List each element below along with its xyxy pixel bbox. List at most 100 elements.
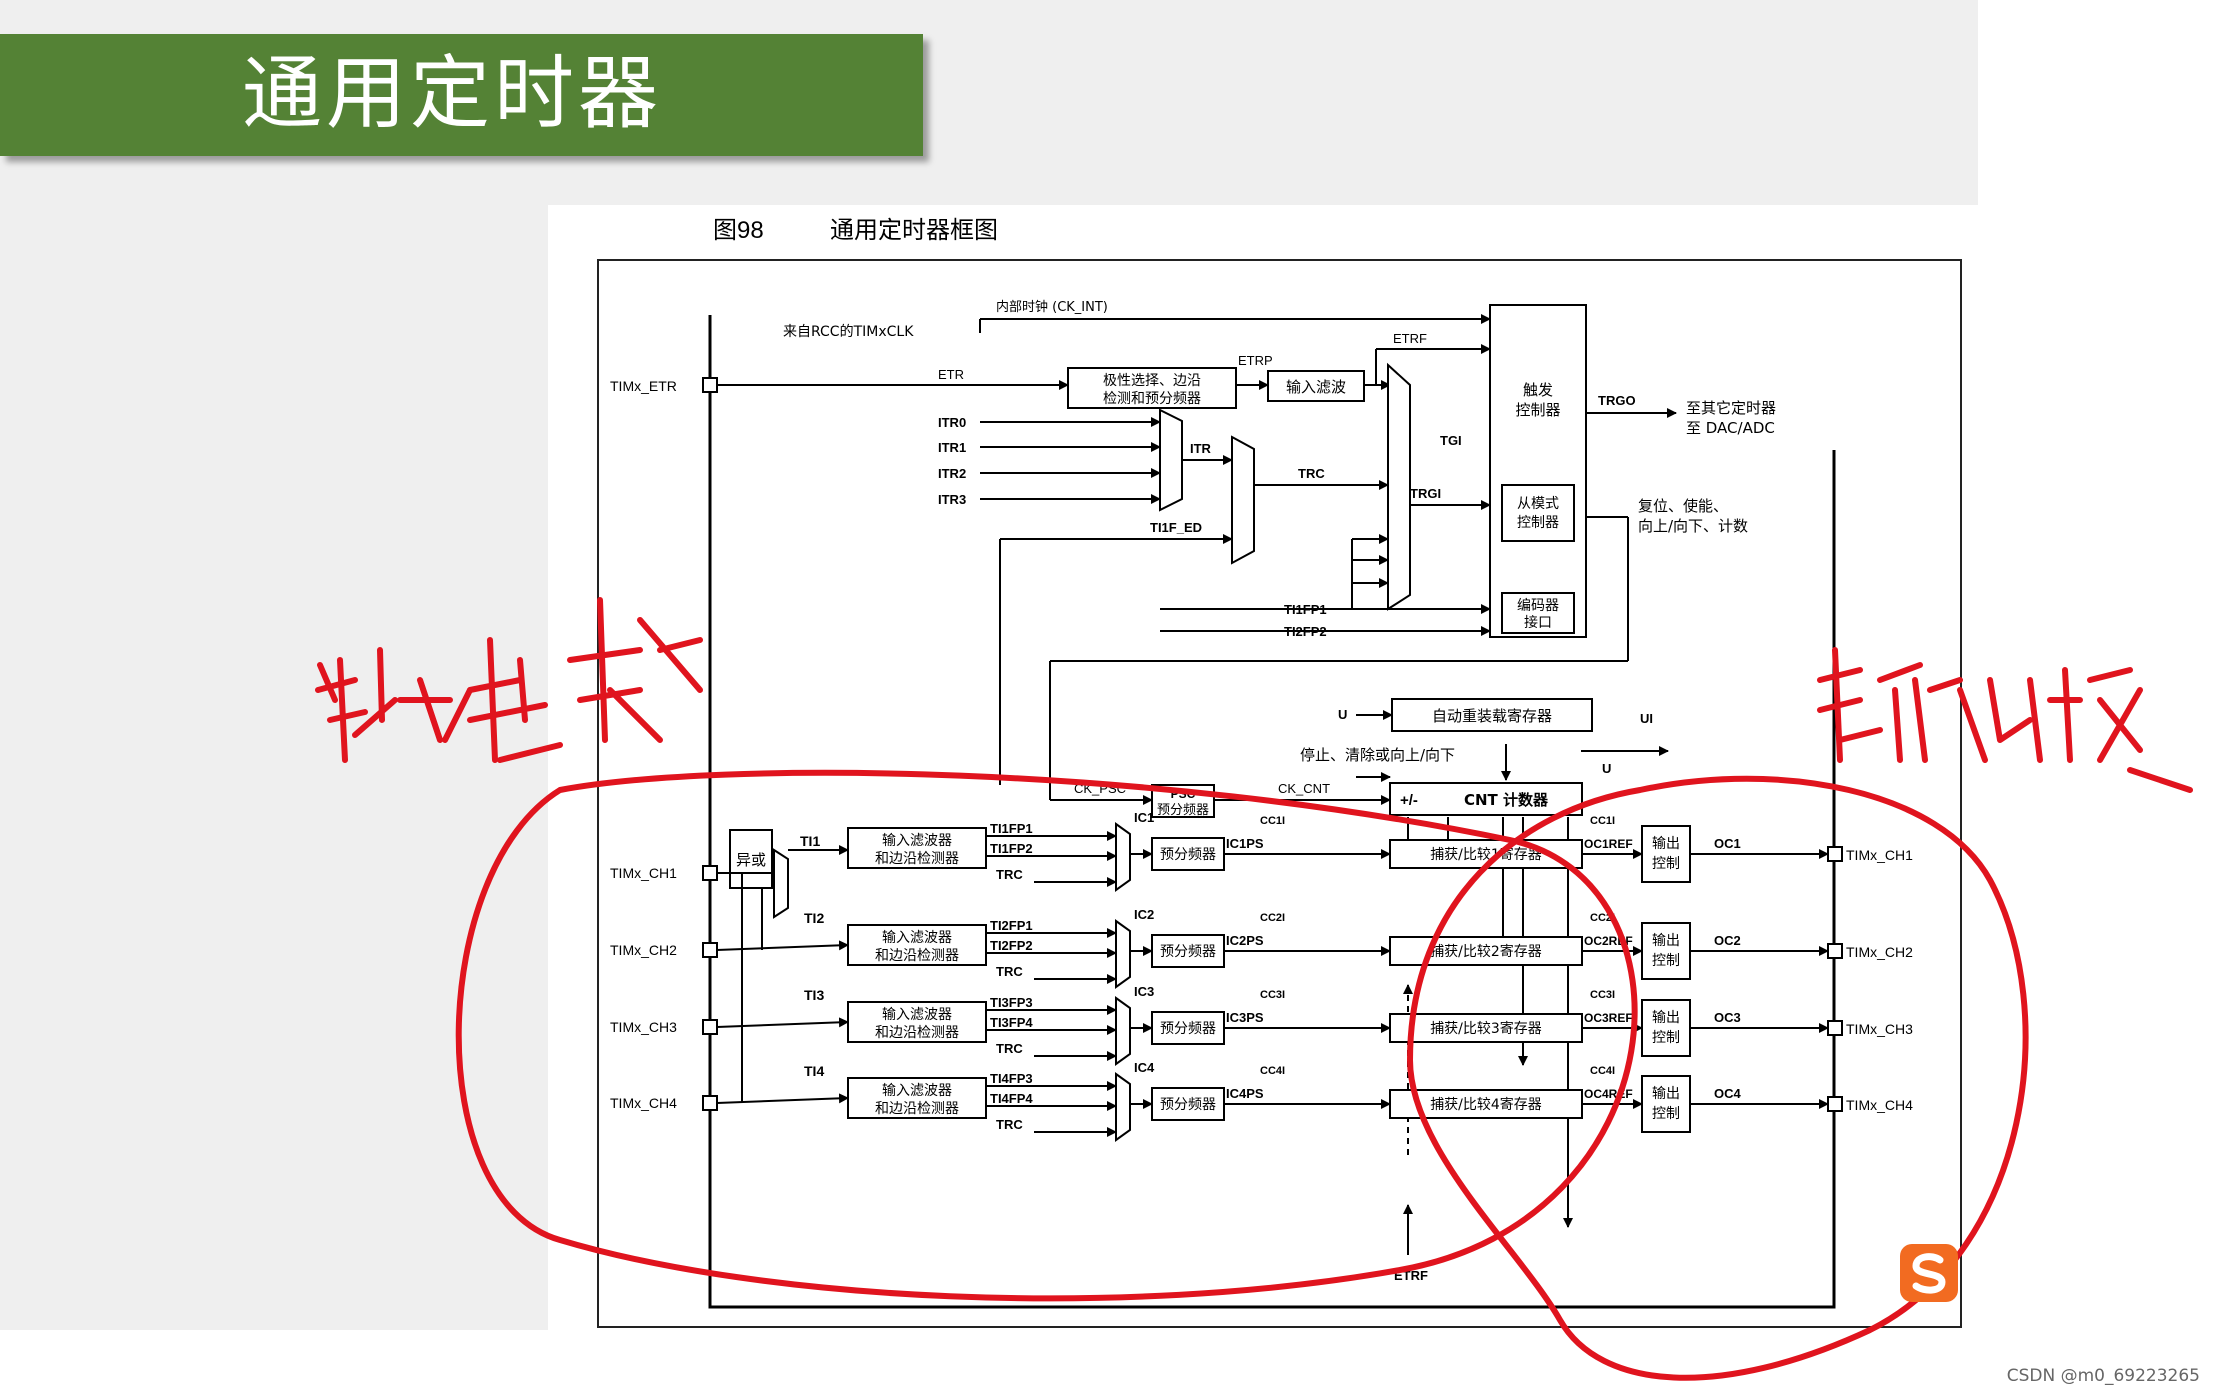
filter-text-b-ch4: 和边沿检测器 <box>875 1101 959 1117</box>
label-fpa-ch2: TI2FP1 <box>990 918 1033 933</box>
trigger-mux <box>1387 362 1411 611</box>
output-text-b-ch3: 控制 <box>1652 1030 1680 1046</box>
label-etrp: ETRP <box>1238 353 1273 368</box>
output-text-b-ch2: 控制 <box>1652 953 1680 969</box>
polarity-block <box>1067 367 1237 409</box>
timer-block-diagram: 图98 通用定时器框图 <box>548 205 1978 1330</box>
output-control-ch1 <box>1641 825 1691 883</box>
itr-mux <box>1159 408 1183 512</box>
label-oc-ch2: OC2 <box>1714 933 1741 948</box>
register-text-ch2: 捕获/比较2寄存器 <box>1430 943 1542 960</box>
polarity-text-2: 检测和预分频器 <box>1103 391 1201 407</box>
output-control-ch4 <box>1641 1075 1691 1133</box>
encoder-text-1: 编码器 <box>1517 598 1559 614</box>
trigger-controller <box>1489 304 1587 638</box>
pin-ch4-out <box>1827 1096 1843 1112</box>
pin-ch3-in <box>702 1019 718 1035</box>
input-mux-ch4 <box>1115 1072 1131 1142</box>
label-ocref-ch4: OC4REF <box>1584 1087 1633 1101</box>
csdn-watermark: CSDN @m0_69223265 <box>2006 1366 2200 1386</box>
label-rcc-clk: 来自RCC的TIMxCLK <box>783 324 914 340</box>
cnt-text: CNT 计数器 <box>1464 791 1549 809</box>
label-trgo: TRGO <box>1598 393 1636 408</box>
label-ti1f-ed: TI1F_ED <box>1150 520 1202 535</box>
psc-label: PSC <box>1171 787 1196 801</box>
label-to-dac: 至 DAC/ADC <box>1686 419 1775 437</box>
caption-number: 图98 <box>713 217 764 244</box>
pin-ch2-out <box>1827 943 1843 959</box>
pin-label-ch2-in: TIMx_CH2 <box>610 942 677 958</box>
register-text-ch4: 捕获/比较4寄存器 <box>1430 1096 1542 1113</box>
filter-text-a-ch1: 输入滤波器 <box>882 833 952 849</box>
prescaler-text-ch1: 预分频器 <box>1160 847 1216 863</box>
label-cci-out-ch1: CC1I <box>1590 815 1615 827</box>
etr-filter-text: 输入滤波 <box>1286 378 1346 396</box>
label-ck-int: 内部时钟 (CK_INT) <box>996 299 1108 315</box>
label-u-arr: U <box>1338 707 1347 722</box>
trigger-text-1: 触发 <box>1523 381 1553 399</box>
slave-text-1: 从模式 <box>1517 496 1559 512</box>
label-trc-ch2: TRC <box>996 964 1023 979</box>
register-text-ch3: 捕获/比较3寄存器 <box>1430 1020 1542 1037</box>
pin-label-ch3-out: TIMx_CH3 <box>1846 1021 1913 1037</box>
output-text-b-ch4: 控制 <box>1652 1106 1680 1122</box>
label-ti4: TI4 <box>804 1063 824 1079</box>
label-oc-ch1: OC1 <box>1714 836 1741 851</box>
label-itr3: ITR3 <box>938 492 966 507</box>
label-reset-1: 复位、使能、 <box>1638 497 1728 515</box>
label-trc: TRC <box>1298 466 1325 481</box>
title-bar: 通用定时器 <box>0 34 923 156</box>
filter-text-b-ch1: 和边沿检测器 <box>875 851 959 867</box>
input-mux-ch2 <box>1115 919 1131 989</box>
pin-etr <box>702 377 718 393</box>
pin-label-ch4-out: TIMx_CH4 <box>1846 1097 1913 1113</box>
polarity-text-1: 极性选择、边沿 <box>1103 373 1201 389</box>
auto-reload-register <box>1391 698 1593 732</box>
label-icps-ch3: IC3PS <box>1226 1010 1264 1025</box>
filter-text-a-ch3: 输入滤波器 <box>882 1007 952 1023</box>
diagram-canvas: 图98 通用定时器框图 <box>597 216 1962 1328</box>
label-ocref-ch2: OC2REF <box>1584 934 1633 948</box>
label-etr: ETR <box>938 367 964 382</box>
input-mux-ch1 <box>1115 822 1131 892</box>
label-fpa-ch1: TI1FP1 <box>990 821 1033 836</box>
label-fpa-ch4: TI4FP3 <box>990 1071 1033 1086</box>
ch3-pin-line <box>716 1017 849 1028</box>
label-trgi: TRGI <box>1410 486 1441 501</box>
handwriting-right-4 <box>2047 667 2193 793</box>
label-fpb-ch4: TI4FP4 <box>990 1091 1033 1106</box>
ti1-mux <box>773 848 789 919</box>
pin-ch3-out <box>1827 1020 1843 1036</box>
output-text-a-ch4: 输出 <box>1652 1086 1680 1102</box>
label-fpb-ch2: TI2FP2 <box>990 938 1033 953</box>
encoder-interface <box>1501 592 1575 634</box>
label-trc-ch4: TRC <box>996 1117 1023 1132</box>
pin-ch1-in <box>702 865 718 881</box>
arr-text: 自动重装载寄存器 <box>1432 707 1552 725</box>
timer-boundary <box>708 315 1836 1309</box>
xor-text: 异或 <box>736 851 766 869</box>
label-itr0: ITR0 <box>938 415 966 430</box>
label-ocref-ch3: OC3REF <box>1584 1011 1633 1025</box>
label-etrf-bottom: ETRF <box>1394 1268 1428 1283</box>
label-fpb-ch1: TI1FP2 <box>990 841 1033 856</box>
output-text-a-ch3: 输出 <box>1652 1010 1680 1026</box>
input-mux-ch3 <box>1115 996 1131 1066</box>
label-cci-out-ch3: CC3I <box>1590 989 1615 1001</box>
label-icps-ch1: IC1PS <box>1226 836 1264 851</box>
label-ti2fp2-top: TI2FP2 <box>1284 624 1327 639</box>
label-ocref-ch1: OC1REF <box>1584 837 1633 851</box>
output-control-ch2 <box>1641 922 1691 980</box>
psc-text: 预分频器 <box>1157 803 1209 818</box>
label-oc-ch4: OC4 <box>1714 1086 1742 1101</box>
label-ic-ch2: IC2 <box>1134 907 1154 922</box>
label-itr: ITR <box>1190 441 1212 456</box>
label-ti1fp1-top: TI1FP1 <box>1284 602 1327 617</box>
output-text-a-ch2: 输出 <box>1652 933 1680 949</box>
prescaler-text-ch2: 预分频器 <box>1160 944 1216 960</box>
label-cci-ch3: CC3I <box>1260 989 1285 1001</box>
encoder-text-2: 接口 <box>1524 614 1552 631</box>
sogou-ime-icon[interactable] <box>1898 1242 1960 1304</box>
stop-clear-text: 停止、清除或向上/向下 <box>1300 746 1455 764</box>
filter-text-a-ch4: 输入滤波器 <box>882 1083 952 1099</box>
